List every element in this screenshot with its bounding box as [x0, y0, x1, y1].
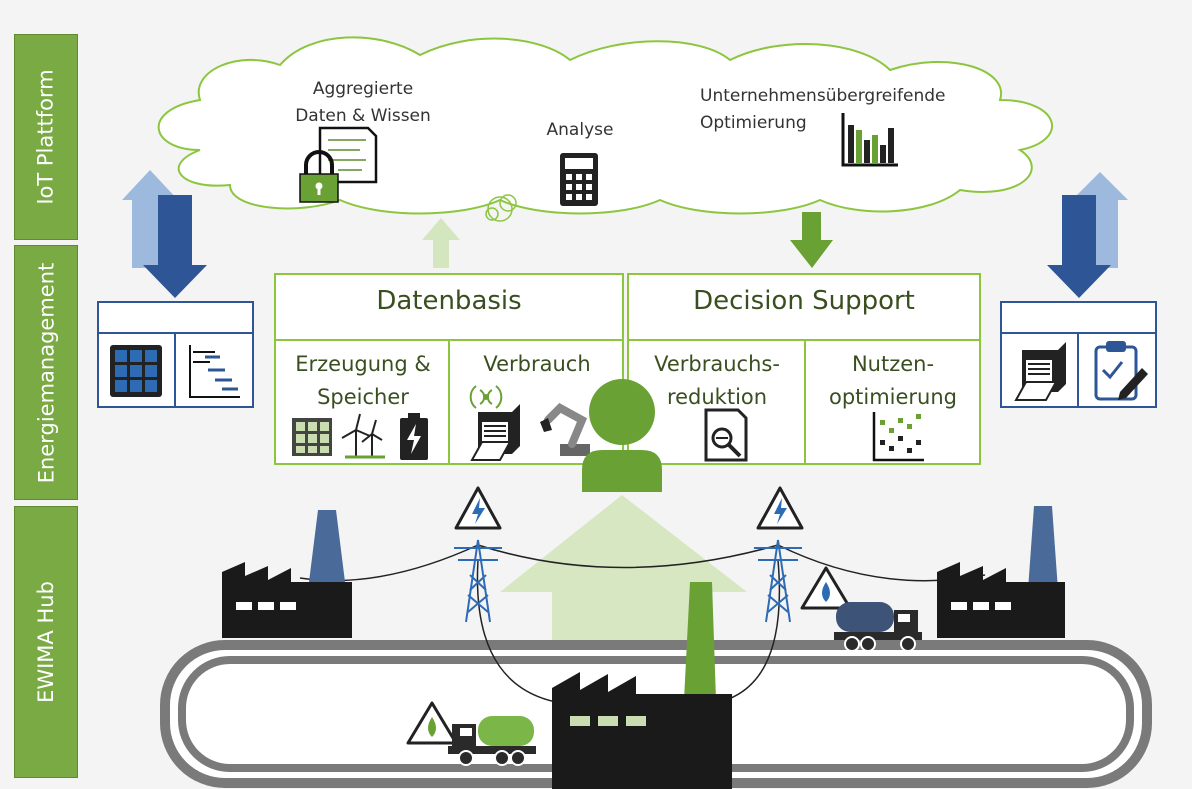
battery-icon — [400, 413, 428, 460]
power-pylon-icon-right — [754, 539, 802, 623]
layer-iot-platform: IoT Plattform — [14, 34, 78, 240]
datenbasis-right-label: Verbrauch — [483, 352, 591, 376]
gantt-icon — [189, 345, 240, 398]
wind-turbine-icon — [341, 413, 385, 459]
decision-right-label: Nutzen- optimierung — [828, 352, 958, 409]
down-arrow-dark-green — [790, 212, 833, 268]
person-icon — [582, 379, 662, 492]
power-pylon-icon-left — [454, 539, 502, 623]
datenbasis-left-label: Erzeugung & Speicher — [295, 352, 431, 409]
electric-hazard-icon-left — [454, 486, 502, 530]
tanker-truck-icon-left — [448, 716, 536, 766]
cloud-label-optimization: Unternehmensübergreifende Optimierung — [700, 86, 946, 133]
cloud-shape — [157, 36, 1053, 215]
calculator-icon — [560, 153, 598, 206]
machine-icon — [469, 385, 520, 461]
robot-arm-icon — [540, 403, 590, 456]
tanker-truck-icon-right — [834, 602, 922, 652]
magnifier-document-icon — [704, 408, 748, 462]
scatter-chart-icon — [872, 412, 924, 462]
factory-icon-center — [552, 582, 732, 789]
layer-ewima-hub: EWIMA Hub — [14, 506, 78, 778]
cloud-label-aggregated: Aggregierte Daten & Wissen — [295, 79, 431, 126]
cloud-swirl — [485, 194, 517, 222]
cloud-label-analysis: Analyse — [546, 120, 614, 140]
factory-icon-left — [222, 510, 352, 638]
gas-hazard-icon-right — [800, 566, 852, 610]
decision-support-title: Decision Support — [693, 286, 915, 316]
machine-icon-right — [1014, 342, 1066, 401]
datenbasis-title: Datenbasis — [376, 286, 522, 316]
panel-datenbasis — [274, 273, 624, 465]
factory-icon-right — [937, 506, 1065, 638]
left-blue-arrows — [122, 170, 207, 298]
electric-hazard-icon-right — [756, 486, 804, 530]
layer-energy-management: Energiemanagement — [14, 245, 78, 500]
lock-document-icon — [299, 126, 378, 203]
bar-chart-icon — [841, 113, 898, 167]
decision-left-label: Verbrauchs- reduktion — [654, 352, 780, 409]
clipboard-icon — [1094, 341, 1148, 401]
solar-panel-small-icon — [292, 418, 332, 456]
solar-panel-icon — [110, 345, 162, 397]
right-blue-arrows — [1047, 172, 1128, 298]
gas-hazard-icon-left — [406, 701, 458, 745]
panel-decision-support — [627, 273, 981, 465]
up-arrow-light-green — [422, 218, 460, 268]
